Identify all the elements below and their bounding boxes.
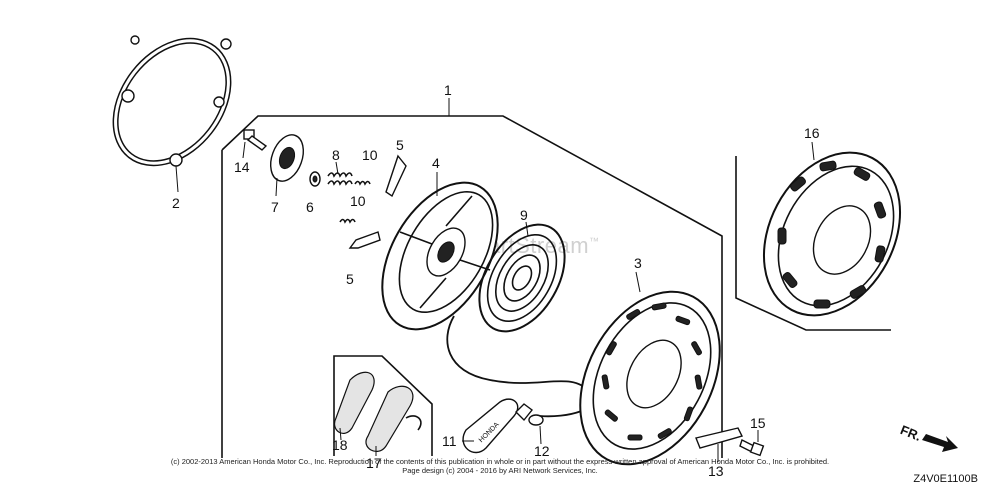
pawl-spring-part: [339, 218, 356, 224]
callout-18: 18: [332, 437, 348, 453]
diagram-code: Z4V0E1100B: [913, 473, 978, 485]
rope-knot-part: [528, 414, 544, 445]
callout-9: 9: [520, 207, 528, 223]
assembly-outline: [221, 115, 723, 458]
rope-guide-part: [695, 427, 744, 462]
starter-handle-part: HONDA: [462, 398, 533, 454]
pawl-part: [348, 231, 381, 249]
pawl-part: [385, 154, 407, 198]
callout-14: 14: [234, 159, 250, 175]
callout-13: 13: [708, 463, 724, 479]
spring-part: [327, 161, 353, 186]
pawl-spring-part: [354, 180, 371, 186]
handle-group-outline: [333, 355, 433, 456]
ratchet-part: [269, 134, 305, 197]
starter-rope-part: [446, 315, 594, 418]
callout-10a: 10: [362, 147, 378, 163]
callout-4: 4: [432, 155, 440, 171]
handle-half-part: [334, 371, 375, 441]
cover-group-outline: [735, 156, 891, 331]
callout-17: 17: [366, 455, 382, 471]
washer-part: [309, 171, 321, 187]
flange-bolt-part: [739, 430, 765, 457]
callout-6: 6: [306, 199, 314, 215]
callout-8: 8: [332, 147, 340, 163]
callout-5b: 5: [346, 271, 354, 287]
copyright-footer: (c) 2002-2013 American Honda Motor Co., …: [0, 457, 1000, 475]
callout-11: 11: [442, 433, 457, 449]
bolt-part: [242, 129, 268, 159]
recoil-spring-part: [478, 221, 566, 333]
copyright-line: (c) 2002-2013 American Honda Motor Co., …: [170, 457, 830, 466]
callout-2: 2: [172, 195, 180, 211]
callout-3: 3: [634, 255, 642, 271]
reel-pulley-part: [381, 172, 499, 331]
handle-grip-part: [365, 385, 422, 456]
callout-10b: 10: [350, 193, 366, 209]
ring-gasket-part: [112, 35, 232, 193]
page-design-line: Page design (c) 2004 - 2016 by ARI Netwo…: [402, 466, 598, 475]
front-arrow: FR.: [898, 422, 958, 452]
callout-1: 1: [444, 82, 452, 98]
fan-cover-part: [762, 141, 902, 317]
callout-5a: 5: [396, 137, 404, 153]
recoil-case-part: [579, 271, 721, 466]
svg-text:FR.: FR.: [898, 422, 923, 444]
callout-15: 15: [750, 415, 766, 431]
callout-12: 12: [534, 443, 550, 459]
callout-7: 7: [271, 199, 279, 215]
callout-16: 16: [804, 125, 820, 141]
